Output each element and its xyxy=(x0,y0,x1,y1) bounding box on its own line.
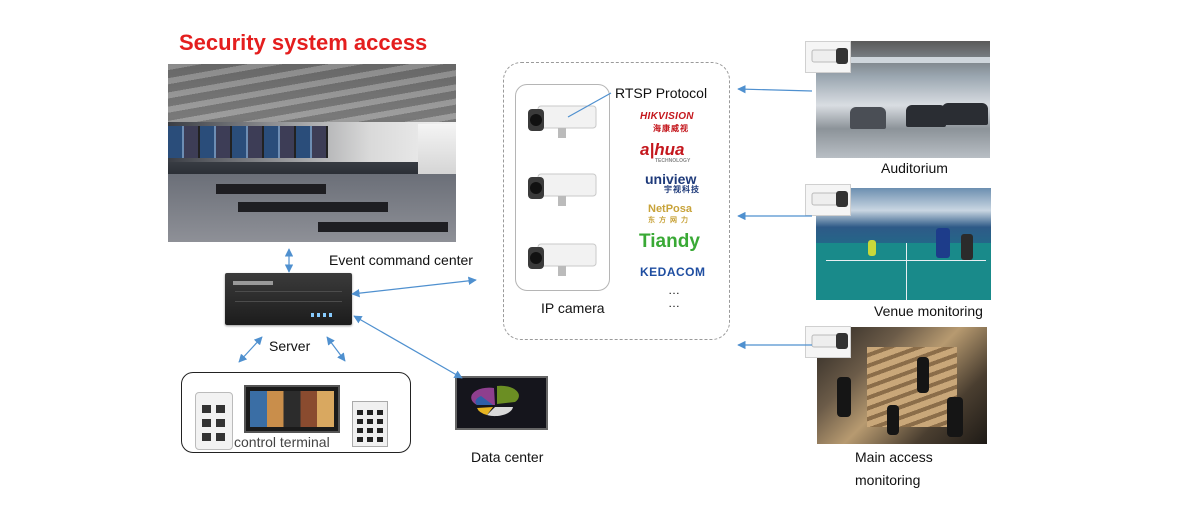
control-terminal-group xyxy=(181,372,411,453)
pie-chart-monitor-icon xyxy=(455,376,548,430)
arrow-server-event xyxy=(351,276,477,298)
venue-monitoring-label: Venue monitoring xyxy=(874,303,983,319)
kedacom-logo: KEDACOM xyxy=(640,265,706,279)
arrow-auditorium xyxy=(737,85,813,94)
netposa-cn-logo: 东方网力 xyxy=(648,217,692,224)
rtsp-protocol-label: RTSP Protocol xyxy=(615,85,708,101)
arrow-server-terminal-left xyxy=(238,336,263,363)
main-access-label-line1: Main access xyxy=(855,449,933,465)
auditorium-camera-icon xyxy=(805,41,851,73)
ip-camera-group xyxy=(515,84,610,291)
more-brands-ellipsis-2: … xyxy=(668,296,680,310)
arrow-server-datacenter xyxy=(353,315,463,379)
uniview-logo: uniview xyxy=(645,171,697,187)
hikvision-cn-logo: 海康威视 xyxy=(653,124,689,133)
bullet-camera-icon xyxy=(528,105,597,276)
tablet-icon xyxy=(195,392,233,450)
data-center-label: Data center xyxy=(471,449,544,465)
ip-camera-label: IP camera xyxy=(541,300,605,316)
venue-camera-icon xyxy=(805,184,851,216)
more-brands-ellipsis: … xyxy=(668,283,680,297)
netposa-logo: NetPosa xyxy=(648,203,693,215)
control-terminal-label: control terminal xyxy=(234,434,330,450)
arrow-server-terminal-right xyxy=(326,336,346,362)
venue-photo xyxy=(816,188,991,300)
command-center-photo xyxy=(168,64,456,242)
rack-server-icon xyxy=(225,273,352,325)
tiandy-logo: Tiandy xyxy=(639,231,700,252)
event-command-center-label: Event command center xyxy=(329,252,473,268)
auditorium-label: Auditorium xyxy=(881,160,948,176)
dahua-tagline: TECHNOLOGY xyxy=(655,158,691,164)
server-label: Server xyxy=(269,338,311,354)
keypad-icon xyxy=(352,401,388,447)
diagram-title: Security system access xyxy=(179,30,428,55)
ip-camera-panel xyxy=(503,62,730,340)
main-access-label-line2: monitoring xyxy=(855,472,921,488)
uniview-cn-logo: 宇视科技 xyxy=(664,185,700,194)
main-access-camera-icon xyxy=(805,326,851,358)
rtsp-pointer-line xyxy=(567,92,612,118)
monitor-icon xyxy=(244,385,340,433)
dahua-logo: a|hua xyxy=(640,140,685,159)
hikvision-logo: HIKVISION xyxy=(640,111,694,122)
